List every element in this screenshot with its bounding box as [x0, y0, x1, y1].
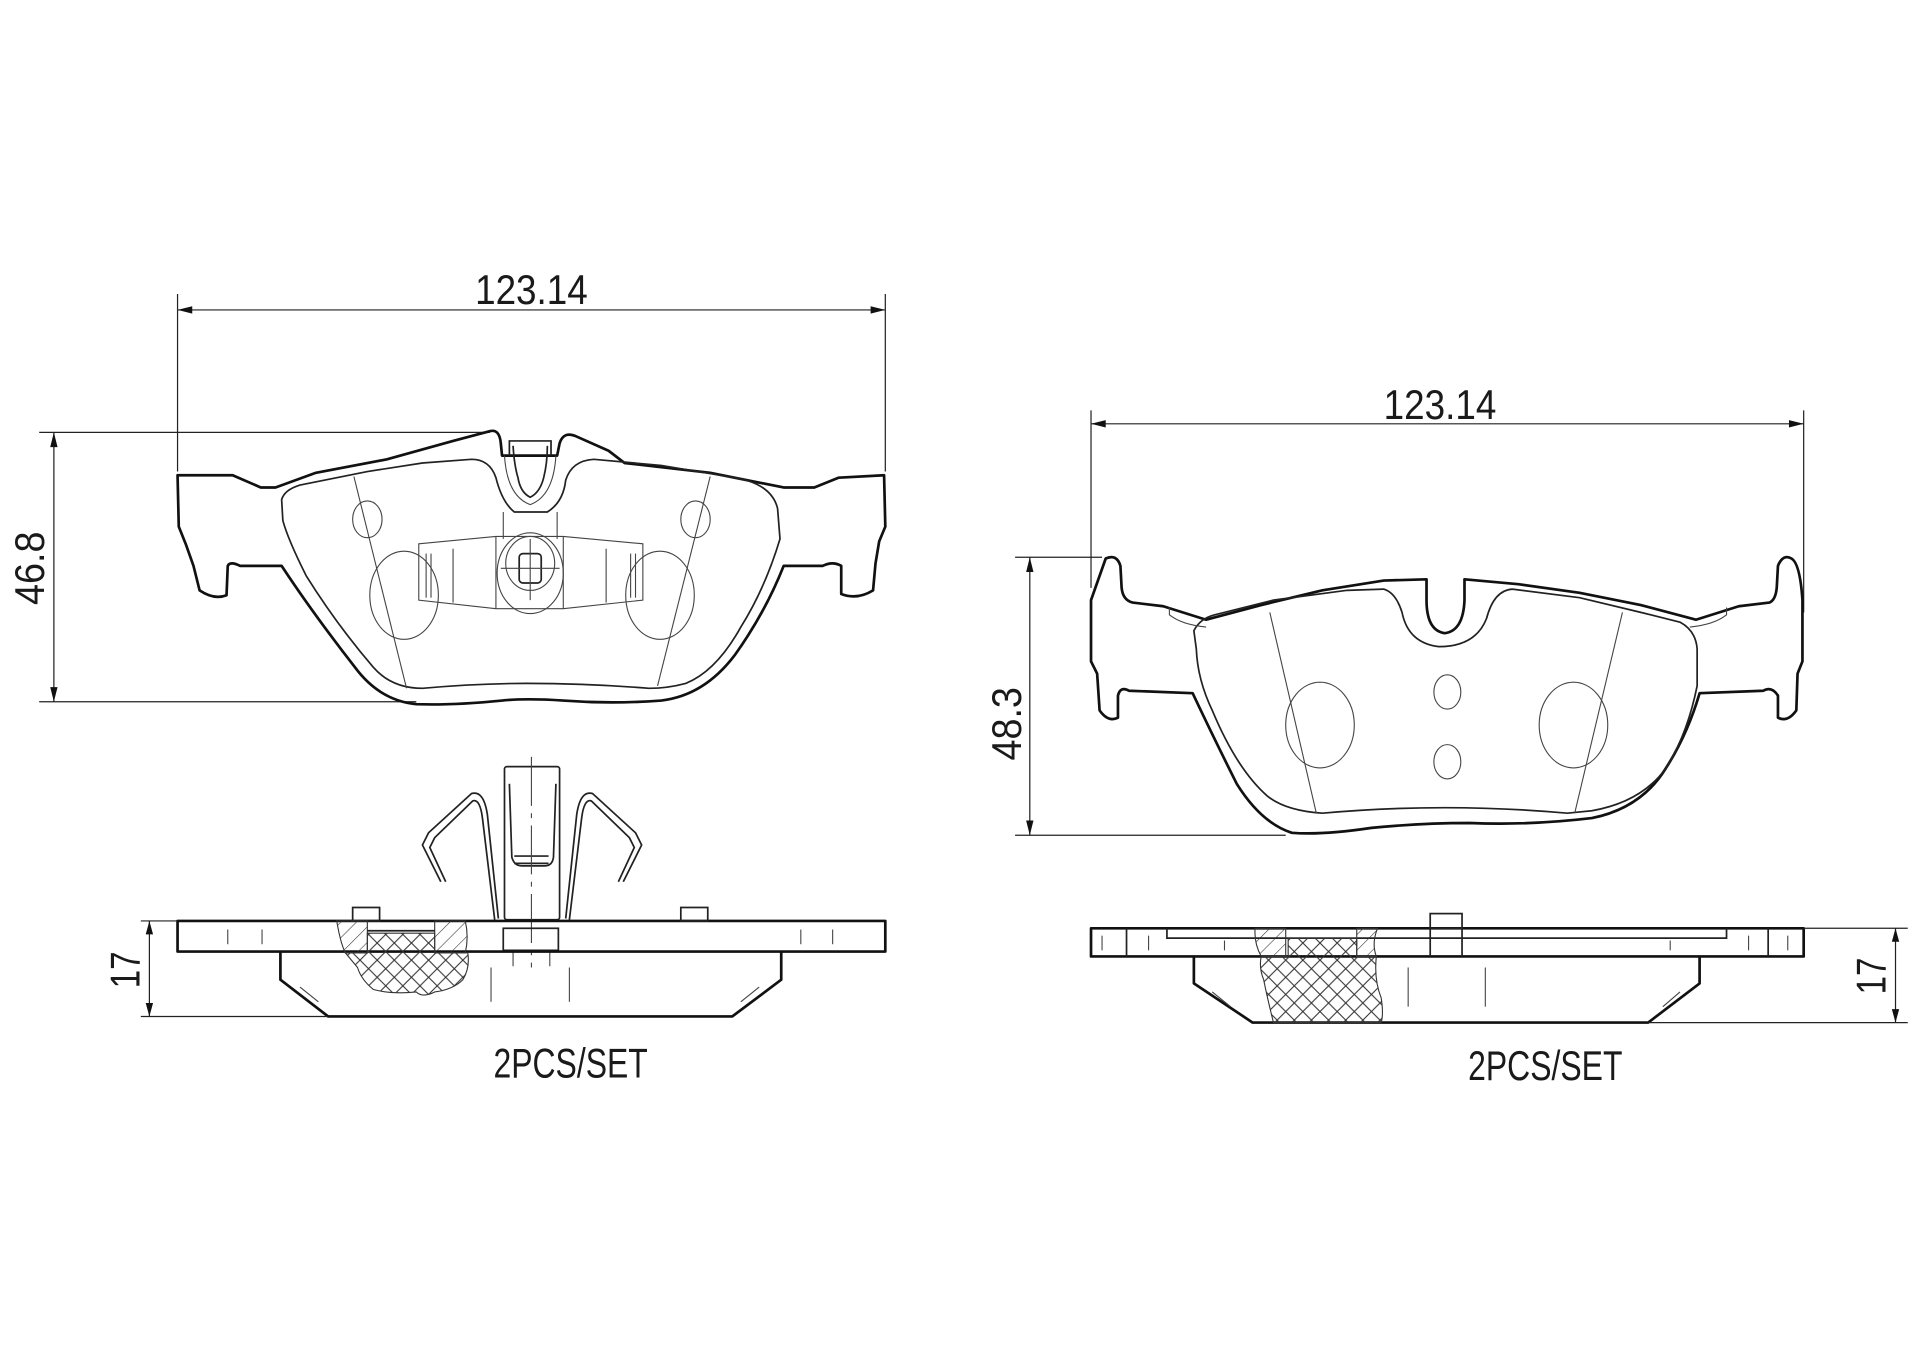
left-side-friction-material [279, 951, 783, 1018]
right-circle-large-left [1285, 681, 1355, 769]
left-sensor-clip-top [503, 440, 557, 506]
right-friction-pad-outline [1192, 588, 1698, 815]
right-pad-slot-right [1574, 612, 1623, 814]
right-width-dimension: 123.14 [1090, 381, 1805, 613]
right-thickness-label: 17 [1848, 958, 1895, 995]
right-side-friction-material [1192, 956, 1701, 1024]
left-cutaway-crosshatch [344, 932, 469, 996]
right-cutaway-hatch [1254, 927, 1379, 958]
left-center-mount-plate [418, 511, 644, 615]
left-side-backing-plate [176, 919, 887, 953]
right-pad-front-view: 123.14 48.3 [983, 381, 1805, 836]
left-circle-large-right [625, 550, 695, 640]
right-thickness-dimension: 17 [1648, 927, 1908, 1024]
left-thickness-label: 17 [102, 952, 149, 989]
left-quantity-label: 2PCS/SET [493, 1040, 647, 1087]
right-height-label: 48.3 [983, 687, 1030, 760]
left-width-label: 123.14 [475, 266, 588, 313]
right-quantity-label: 2PCS/SET [1468, 1042, 1622, 1089]
left-width-dimension: 123.14 [176, 266, 886, 472]
right-height-dimension: 48.3 [983, 556, 1286, 836]
left-pad-slot-right [657, 476, 711, 686]
left-friction-pad-outline [280, 458, 781, 690]
right-backing-plate-outline [1089, 555, 1804, 835]
left-cutaway-hatch [336, 920, 468, 954]
left-thickness-dimension: 17 [102, 920, 329, 1018]
left-pad-slot-left [353, 476, 408, 689]
left-height-dimension: 46.8 [6, 431, 490, 703]
left-backing-plate-outline [176, 429, 887, 706]
right-pad-shim-left [1168, 607, 1207, 628]
right-side-backing-plate [1089, 926, 1806, 958]
left-circle-large-left [369, 550, 439, 640]
right-circle-large-right [1538, 681, 1609, 769]
right-cutaway-crosshatch [1259, 937, 1383, 1024]
left-pad-side-view: 17 2PCS/SET [102, 756, 887, 1087]
right-pad-slot-left [1269, 612, 1317, 814]
left-hole-small-right [680, 500, 711, 539]
right-width-label: 123.14 [1384, 381, 1497, 428]
left-hole-small-left [352, 500, 383, 539]
left-height-label: 46.8 [6, 532, 53, 605]
right-hole-lower [1433, 744, 1462, 780]
left-pad-front-view: 123.14 46.8 [6, 266, 887, 706]
right-hole-upper [1433, 674, 1462, 710]
right-pad-shim-right [1689, 607, 1728, 628]
right-pad-side-view: 17 2PCS/SET [1089, 912, 1908, 1089]
